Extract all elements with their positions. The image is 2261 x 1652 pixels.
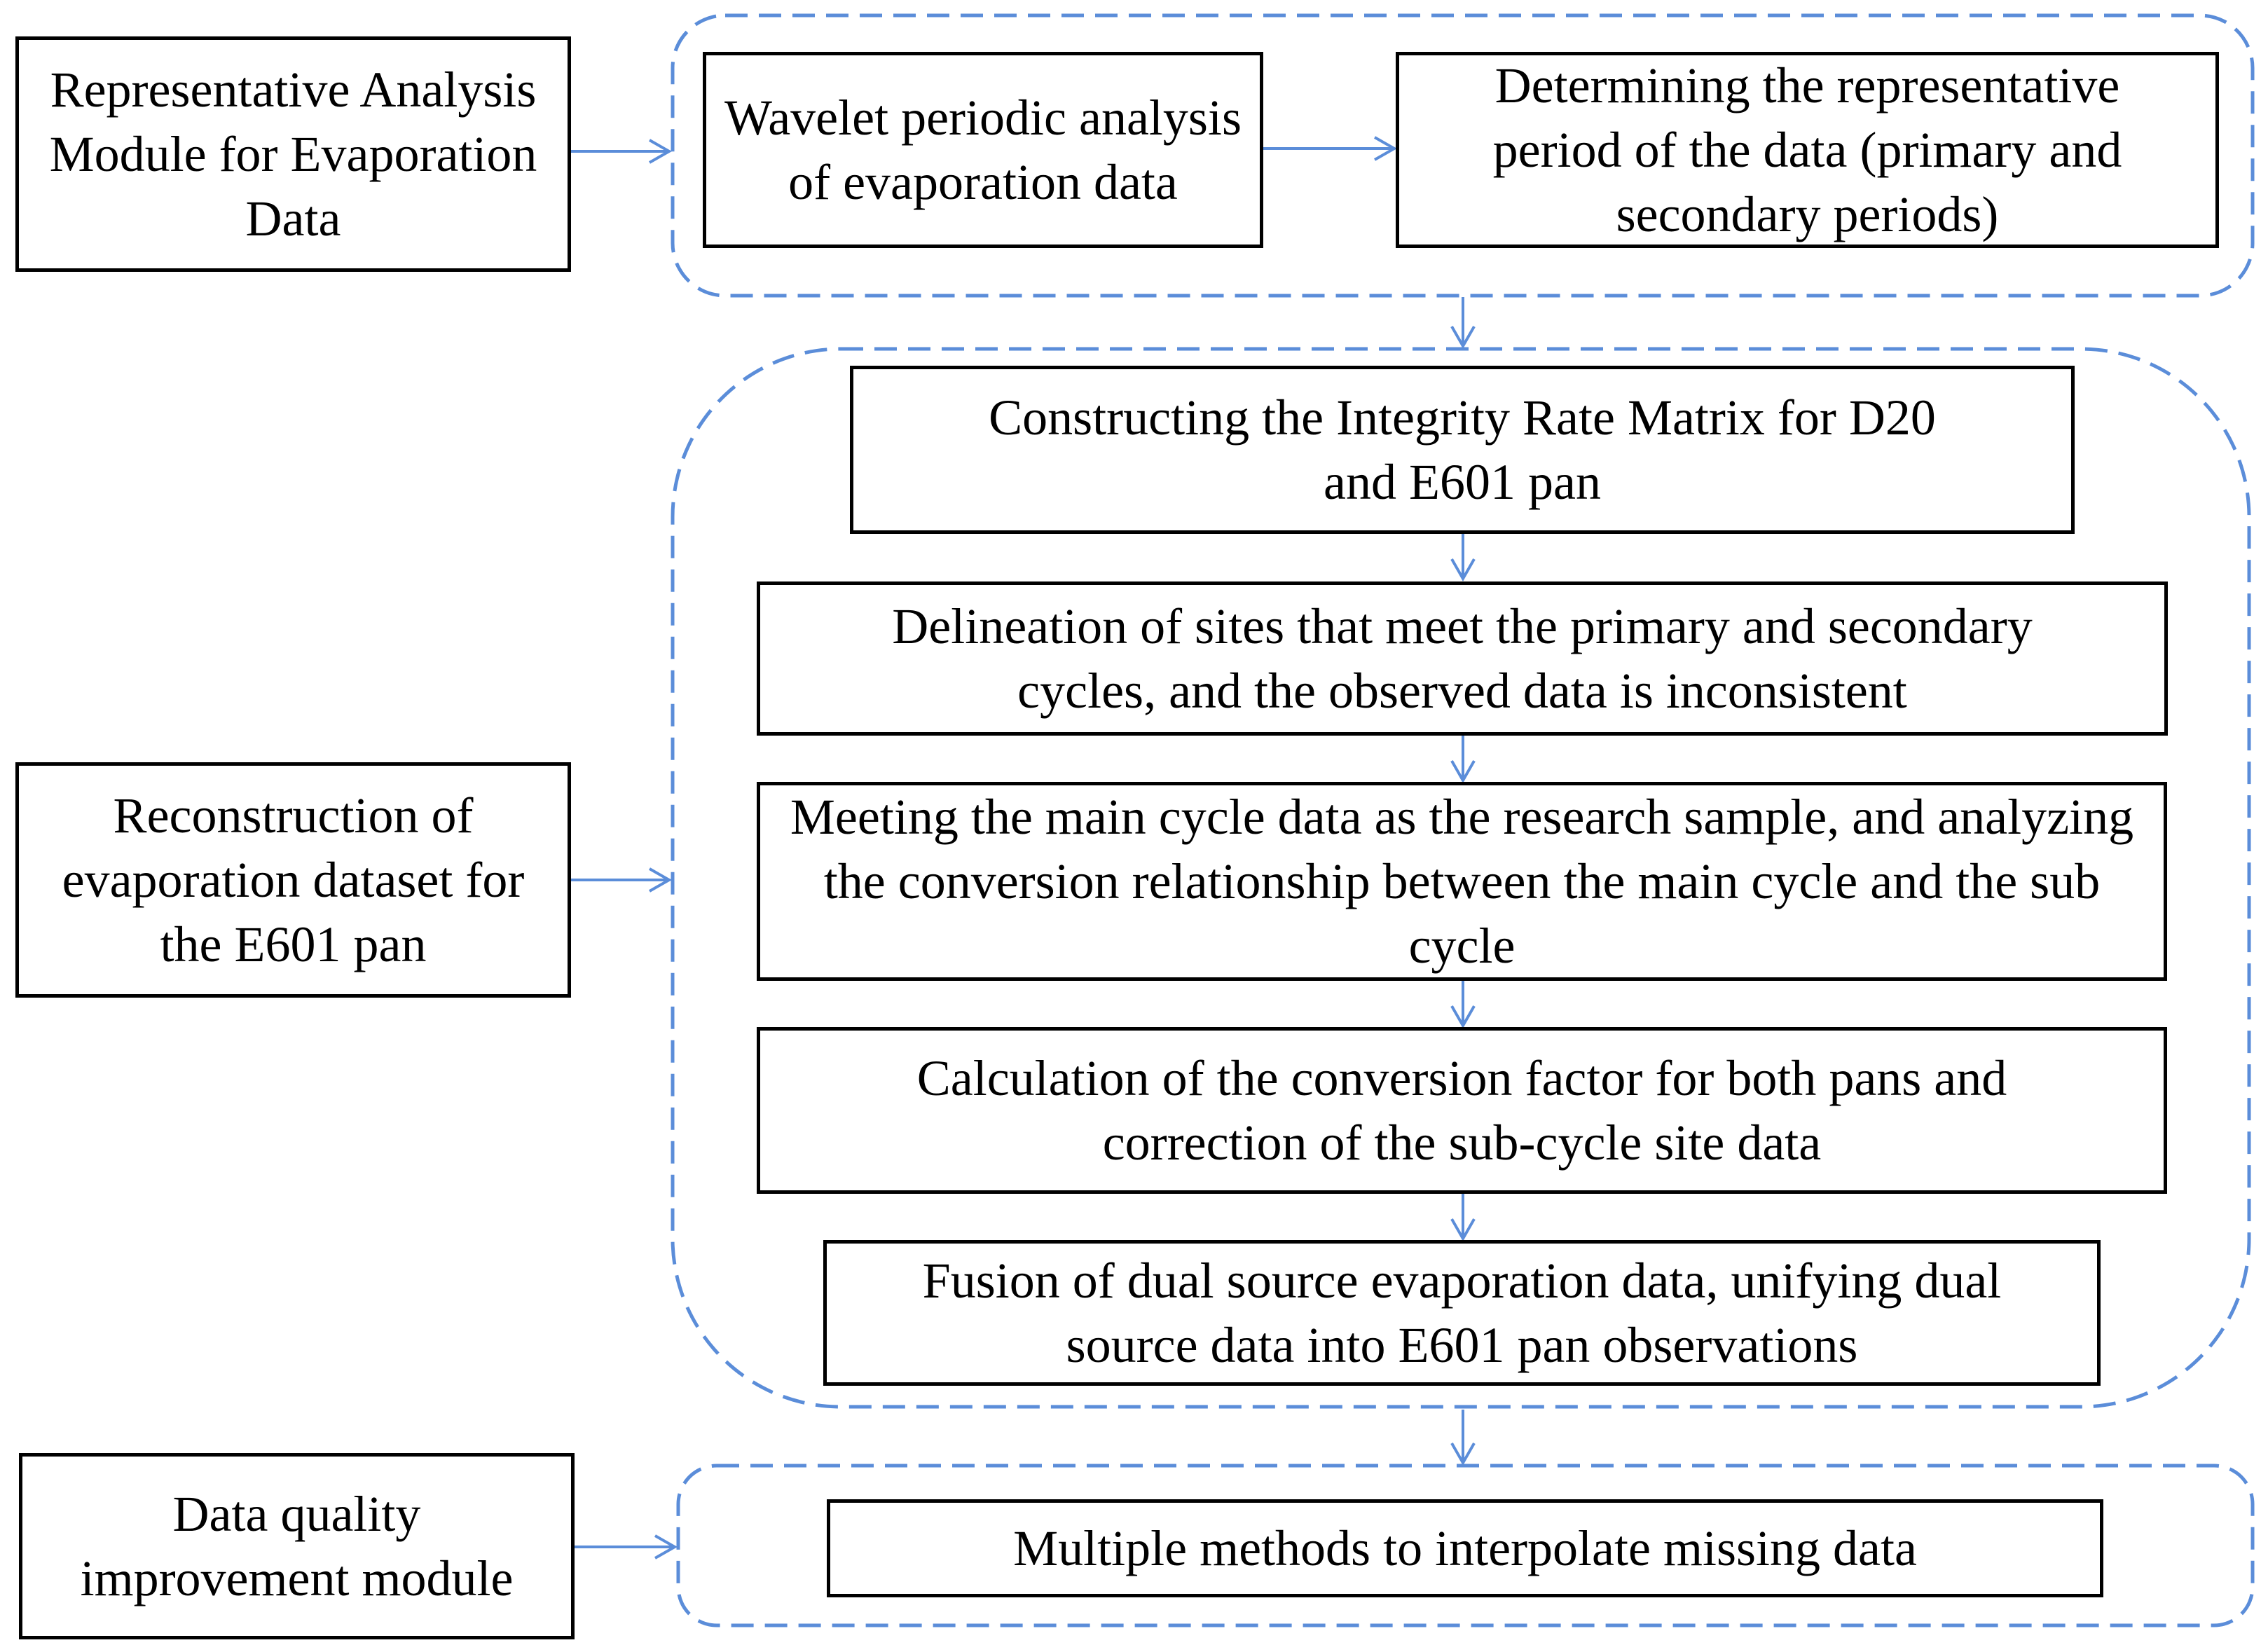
- step-period-label: Determining the representative period of…: [1492, 57, 2122, 242]
- module-data-quality: Data quality improvement module: [19, 1453, 575, 1639]
- module-representative-label: Representative Analysis Module for Evapo…: [49, 62, 537, 247]
- step-calculation-label: Calculation of the conversion factor for…: [916, 1050, 2007, 1171]
- step-matrix-label: Constructing the Integrity Rate Matrix f…: [989, 390, 1936, 510]
- module-representative-analysis: Representative Analysis Module for Evapo…: [15, 36, 571, 272]
- step-wavelet-label: Wavelet periodic analysis of evaporation…: [724, 90, 1242, 210]
- module-reconstruction-label: Reconstruction of evaporation dataset fo…: [62, 787, 525, 972]
- step-interpolate-missing: Multiple methods to interpolate missing …: [827, 1499, 2103, 1597]
- step-dual-source-fusion: Fusion of dual source evaporation data, …: [823, 1240, 2101, 1386]
- step-integrity-rate-matrix: Constructing the Integrity Rate Matrix f…: [850, 366, 2075, 534]
- step-representative-period: Determining the representative period of…: [1396, 52, 2219, 248]
- step-site-delineation: Delineation of sites that meet the prima…: [757, 581, 2168, 736]
- step-meeting-label: Meeting the main cycle data as the resea…: [790, 789, 2134, 974]
- module-quality-label: Data quality improvement module: [80, 1486, 514, 1606]
- step-main-cycle-sample: Meeting the main cycle data as the resea…: [757, 782, 2167, 981]
- module-reconstruction: Reconstruction of evaporation dataset fo…: [15, 762, 571, 998]
- step-wavelet-analysis: Wavelet periodic analysis of evaporation…: [703, 52, 1263, 248]
- step-delineation-label: Delineation of sites that meet the prima…: [892, 598, 2033, 719]
- step-interpolation-label: Multiple methods to interpolate missing …: [1013, 1520, 1917, 1576]
- step-conversion-factor: Calculation of the conversion factor for…: [757, 1027, 2167, 1194]
- step-fusion-label: Fusion of dual source evaporation data, …: [922, 1253, 2002, 1373]
